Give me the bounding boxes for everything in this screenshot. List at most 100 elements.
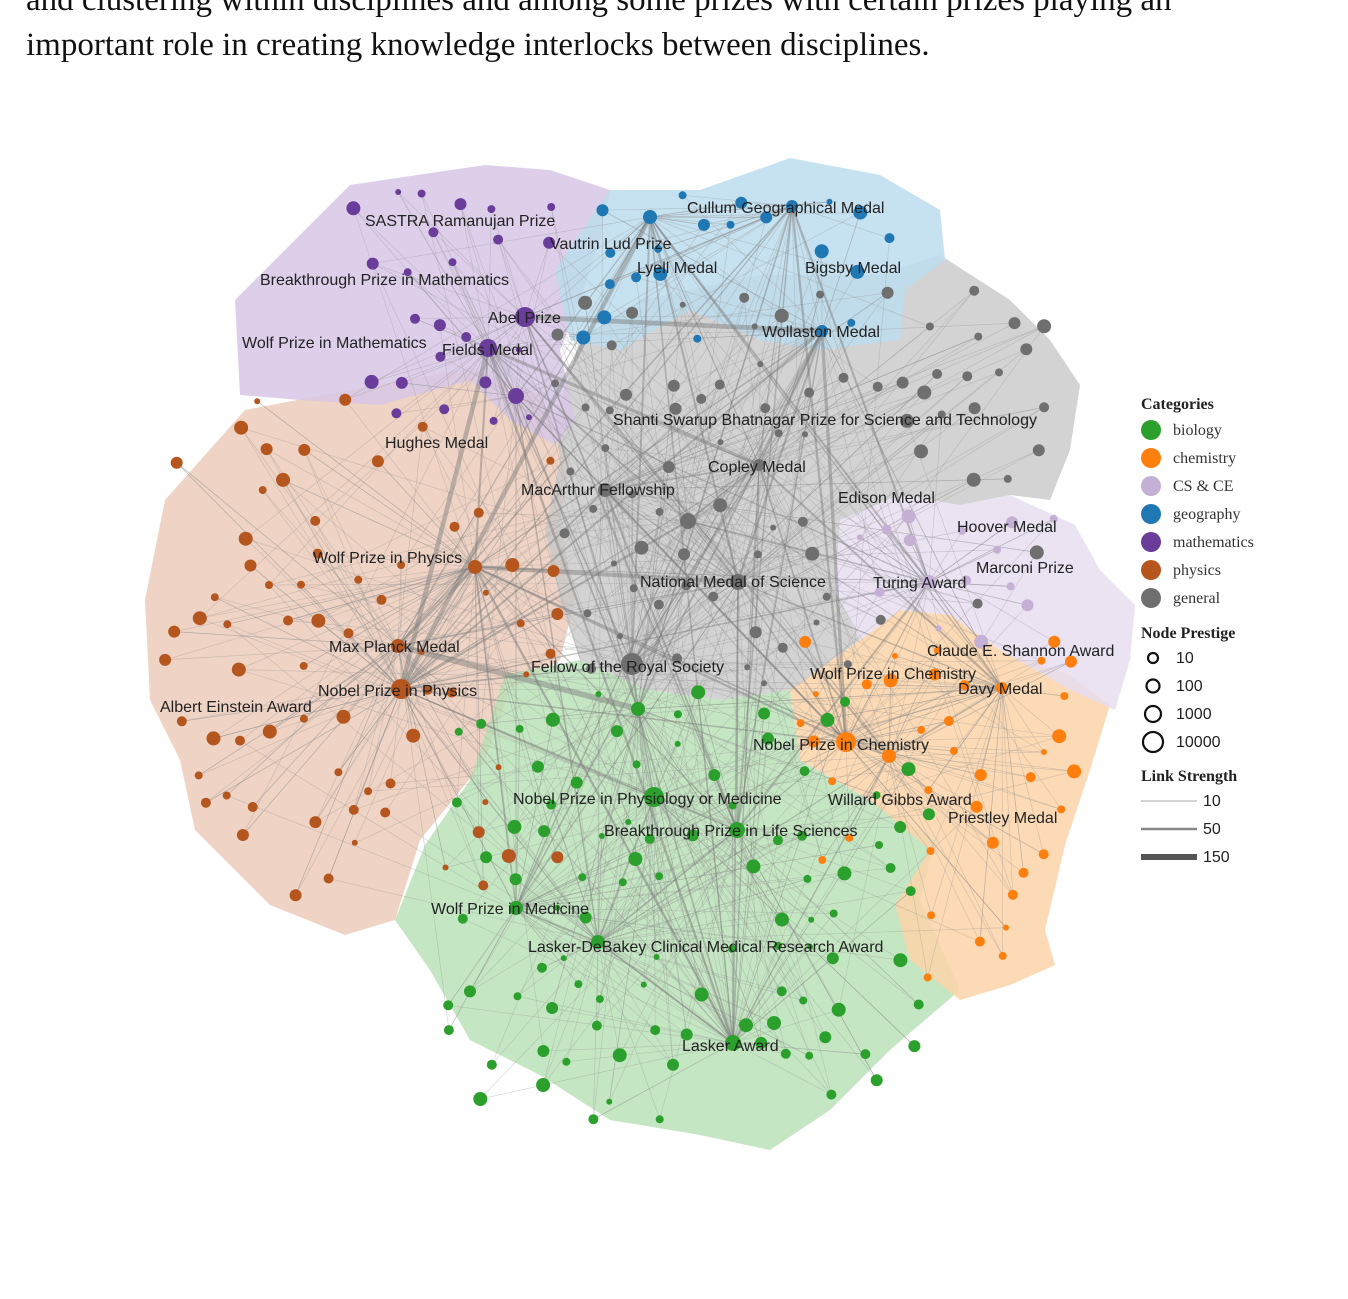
network-link-628: [928, 521, 1013, 583]
node-biology-97: [673, 710, 682, 719]
network-link-376: [597, 794, 877, 943]
node-chemistry-191: [933, 646, 942, 655]
network-link-792: [604, 420, 908, 491]
network-link-533: [980, 687, 1003, 776]
node-mathematics-338: [346, 201, 361, 216]
network-link-41: [303, 645, 399, 719]
node-physics-37: [297, 580, 305, 589]
network-link-661: [604, 489, 642, 548]
node-physics-39: [223, 620, 232, 629]
network-link-120: [282, 479, 476, 568]
network-link-682: [804, 433, 930, 583]
label-nobel-prize-physics: Nobel Prize in Physics: [318, 683, 477, 700]
network-link-836: [737, 315, 783, 583]
network-link-338: [474, 566, 891, 869]
region-general: [545, 255, 1080, 700]
network-link-837: [524, 315, 782, 318]
network-link-828: [557, 334, 760, 466]
network-link-68: [314, 216, 651, 522]
network-link-168: [421, 566, 476, 653]
network-link-643: [928, 581, 1028, 606]
network-link-656: [687, 520, 748, 668]
network-link-1002: [400, 224, 705, 690]
node-physics-84: [523, 671, 530, 678]
network-link-1042: [397, 205, 793, 647]
network-link-649: [613, 563, 739, 583]
network-link-490: [888, 680, 891, 757]
network-link-112: [317, 553, 476, 568]
node-biology-147: [632, 760, 641, 769]
network-link-113: [317, 553, 399, 647]
network-link-706: [631, 631, 756, 665]
network-link-236: [635, 708, 639, 860]
network-link-1071: [758, 464, 847, 743]
network-link-511: [845, 720, 949, 743]
network-link-306: [515, 844, 880, 909]
network-link-93: [318, 620, 402, 690]
legend-swatch-chemistry: [1141, 448, 1161, 468]
network-link-6: [400, 653, 551, 690]
node-general-249: [777, 642, 788, 653]
network-link-383: [593, 1042, 734, 1120]
network-link-213: [487, 347, 629, 823]
node-chemistry-221: [1067, 764, 1082, 779]
node-biology-159: [537, 962, 547, 973]
node-general-279: [678, 548, 690, 561]
network-link-652: [604, 407, 766, 491]
label-abel-prize: Abel Prize: [488, 310, 561, 327]
node-biology-184: [739, 1018, 753, 1033]
node-physics-4: [391, 639, 405, 653]
network-link-128: [357, 579, 402, 690]
network-link-723: [720, 441, 760, 466]
region-cs-ce: [835, 495, 1135, 710]
node-physics-86: [168, 625, 181, 638]
network-link-765: [631, 479, 974, 665]
network-link-216: [515, 907, 810, 1057]
label-edison-medal: Edison Medal: [838, 490, 935, 507]
node-biology-138: [820, 712, 835, 727]
node-biology-134: [537, 1045, 550, 1057]
network-link-657: [746, 464, 760, 668]
network-link-218: [515, 907, 810, 1057]
network-link-672: [631, 647, 783, 665]
node-cs-ce-232: [901, 509, 916, 524]
network-link-806: [604, 406, 1045, 491]
network-link-360: [517, 829, 738, 997]
legend-label-chemistry: chemistry: [1173, 450, 1236, 467]
network-link-904: [401, 347, 489, 384]
network-link-666: [604, 312, 633, 491]
network-link-73: [269, 645, 399, 732]
network-link-252: [469, 708, 639, 992]
network-link-985: [637, 322, 852, 710]
network-link-1063: [637, 205, 793, 710]
network-link-366: [480, 829, 738, 1100]
node-biology-21: [725, 1035, 741, 1051]
network-link-1093: [515, 395, 599, 943]
network-link-1031: [399, 215, 652, 691]
node-biology-152: [746, 859, 761, 874]
network-link-558: [845, 655, 896, 743]
node-cs-ce-240: [935, 625, 942, 632]
node-biology-149: [872, 791, 881, 800]
node-biology-167: [591, 1020, 602, 1031]
network-link-830: [587, 489, 606, 614]
network-link-608: [815, 693, 890, 757]
network-link-224: [524, 316, 804, 1001]
network-link-57: [338, 688, 402, 773]
network-link-772: [675, 408, 689, 522]
node-physics-83: [309, 816, 322, 829]
network-link-648: [613, 520, 689, 564]
legend-swatch-mathematics: [1141, 532, 1161, 552]
network-link-954: [697, 330, 823, 340]
network-link-347: [736, 829, 878, 1081]
prestige-label-1000: 1000: [1176, 706, 1212, 723]
network-link-948: [635, 277, 734, 1044]
network-link-856: [619, 464, 760, 637]
network-link-1009: [604, 489, 633, 665]
node-chemistry-224: [861, 679, 872, 690]
node-mathematics-321: [448, 258, 457, 267]
network-link-100: [353, 708, 639, 811]
network-link-430: [736, 829, 779, 946]
legend-label-mathematics: mathematics: [1173, 534, 1254, 551]
network-link-235: [515, 858, 636, 909]
